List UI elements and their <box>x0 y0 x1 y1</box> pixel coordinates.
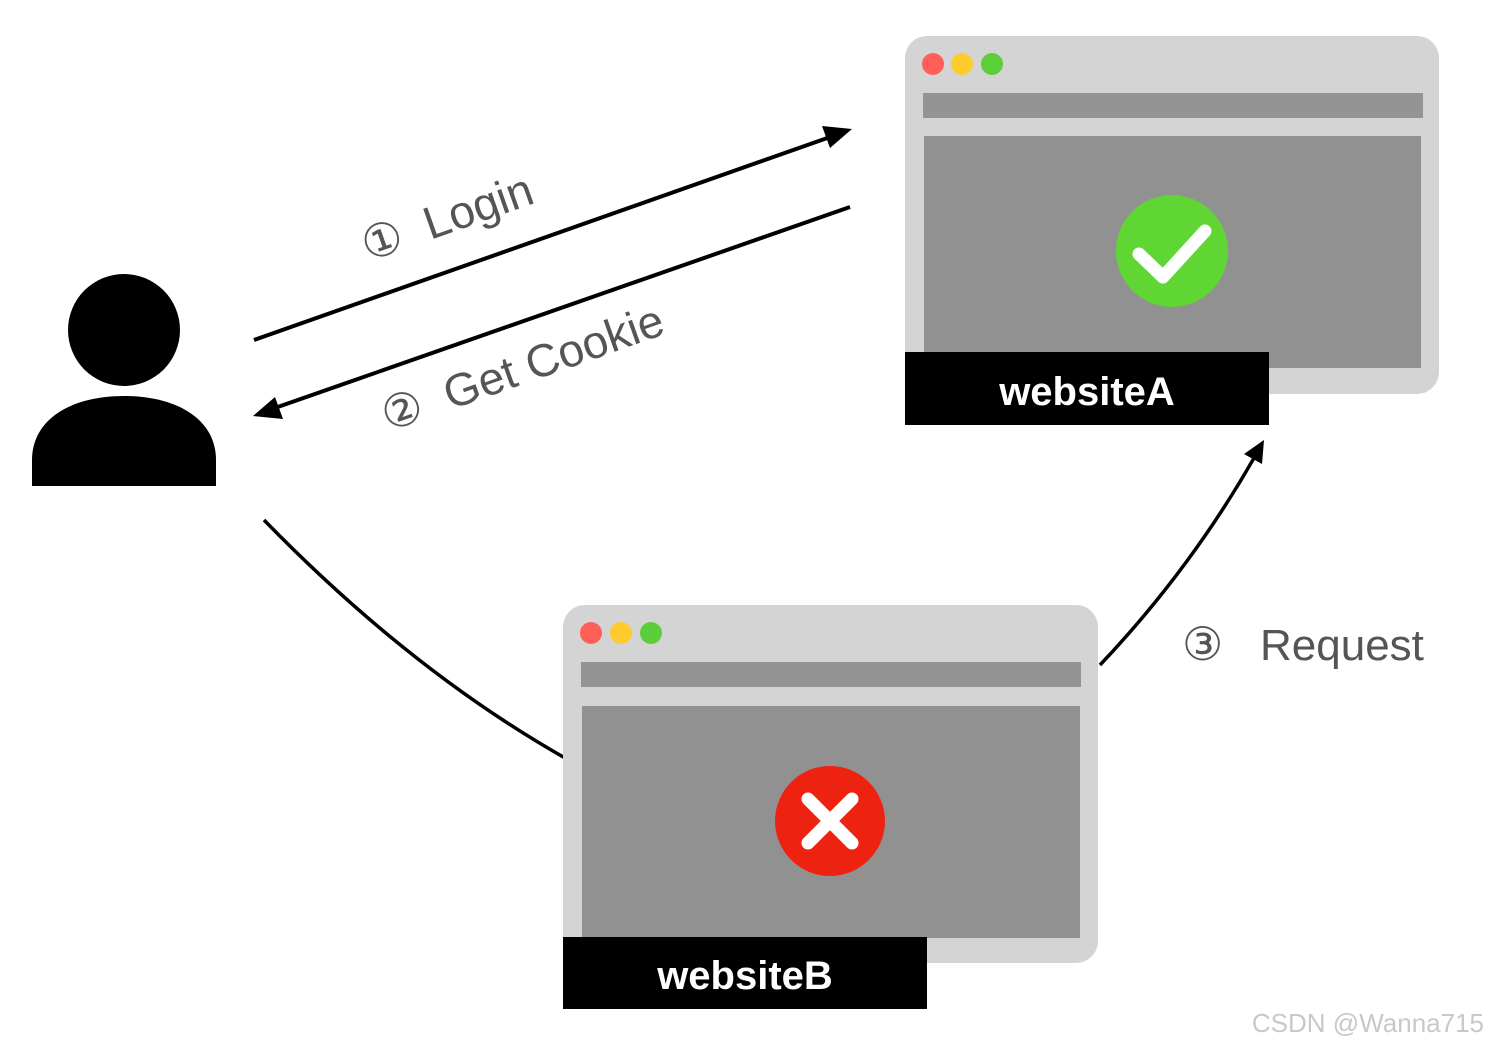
websiteB-label: websiteB <box>656 954 833 998</box>
websiteB-label-box <box>563 937 927 1009</box>
cookie-step-label: ② Get Cookie <box>374 294 670 442</box>
websiteA-minimize-dot <box>951 53 973 75</box>
login-step-number: ① <box>354 209 410 272</box>
websiteA-window: websiteA <box>905 36 1439 425</box>
websiteB-minimize-dot <box>610 622 632 644</box>
request-step-number: ③ <box>1182 618 1223 670</box>
user-icon <box>32 274 216 486</box>
cookie-step-number: ② <box>374 379 430 442</box>
check-icon <box>1116 195 1228 307</box>
request-step-text: Request <box>1260 621 1424 670</box>
user-to-websiteB-curve <box>262 518 566 760</box>
websiteA-address-bar <box>923 93 1423 118</box>
request-step-label: ③ Request <box>1182 618 1424 670</box>
websiteA-label: websiteA <box>998 370 1175 414</box>
request-arrow <box>1098 440 1264 667</box>
websiteA-close-dot <box>922 53 944 75</box>
cookie-arrow <box>253 205 851 419</box>
websiteB-maximize-dot <box>640 622 662 644</box>
login-step-text: Login <box>416 163 539 250</box>
websiteA-label-box <box>905 352 1269 425</box>
websiteB-close-dot <box>580 622 602 644</box>
cross-icon <box>775 766 885 876</box>
websiteA-maximize-dot <box>981 53 1003 75</box>
login-step-label: ① Login <box>354 163 540 272</box>
watermark: CSDN @Wanna715 <box>1252 1008 1484 1038</box>
websiteB-address-bar <box>581 662 1081 687</box>
websiteB-window: websiteB <box>563 605 1098 1009</box>
login-arrow <box>253 126 852 342</box>
